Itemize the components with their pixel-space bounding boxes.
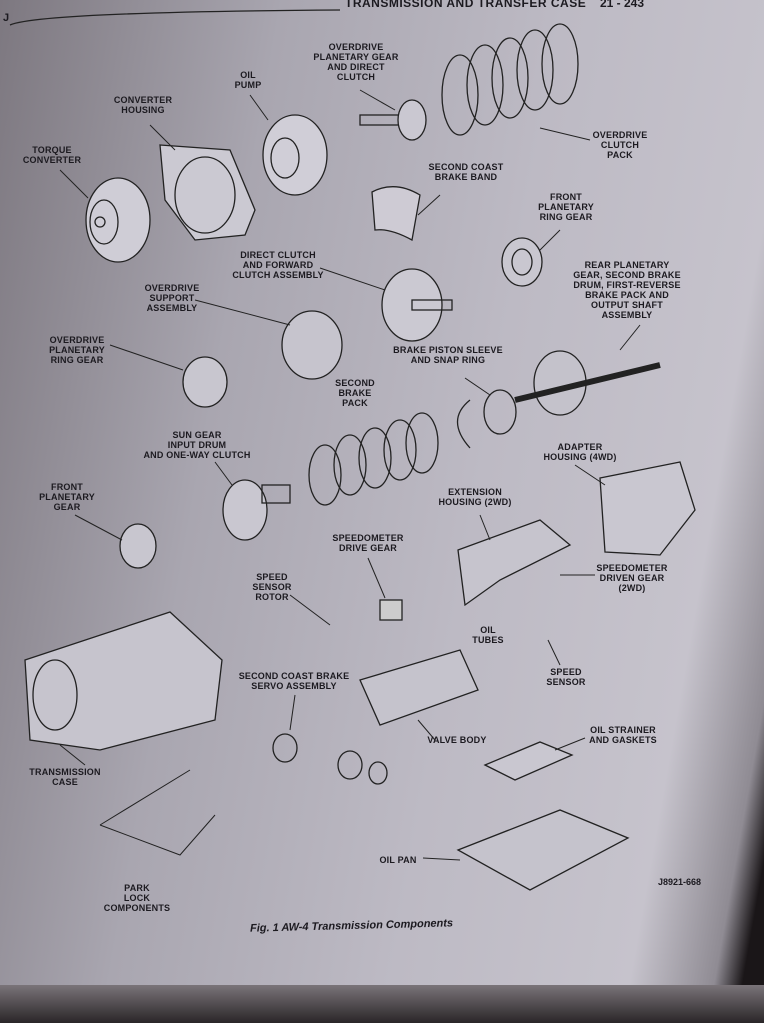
od-support-part	[281, 310, 343, 380]
od-clutch-pack-part	[441, 23, 579, 136]
label-od-planetary-ring: OVERDRIVE PLANETARY RING GEAR	[49, 335, 105, 365]
label-second-coast-servo: SECOND COAST BRAKE SERVO ASSEMBLY	[238, 671, 350, 691]
label-brake-piston-sleeve: BRAKE PISTON SLEEVE AND SNAP RING	[393, 345, 503, 365]
label-od-support: OVERDRIVE SUPPORT ASSEMBLY	[144, 283, 200, 313]
label-front-planetary-ring: FRONT PLANETARY RING GEAR	[538, 192, 594, 222]
valve-body-part	[359, 649, 479, 726]
label-second-coast-band: SECOND COAST BRAKE BAND	[428, 162, 504, 182]
extension-housing-part	[457, 519, 572, 607]
od-planetary-part	[359, 99, 427, 141]
rear-planetary-part	[514, 350, 661, 416]
label-oil-strainer: OIL STRAINER AND GASKETS	[589, 725, 657, 745]
label-oil-pump: OIL PUMP	[234, 70, 262, 90]
page-number: 21 - 243	[600, 0, 645, 10]
label-valve-body: VALVE BODY	[427, 735, 487, 745]
adapter-housing-part	[599, 461, 696, 556]
converter-housing-part	[159, 144, 256, 241]
label-park-lock: PARK LOCK COMPONENTS	[103, 883, 171, 913]
page-header-title: TRANSMISSION AND TRANSFER CASE	[345, 0, 587, 10]
sun-gear-part	[222, 479, 291, 541]
oil-pump-part	[262, 114, 328, 196]
front-ring-gear-part	[501, 237, 543, 287]
header-rule	[9, 9, 341, 26]
od-ring-gear-part	[182, 356, 228, 408]
figure-code: J8921-668	[658, 877, 702, 887]
label-transmission-case: TRANSMISSION CASE	[29, 767, 101, 787]
label-torque-converter: TORQUE CONVERTER	[22, 145, 82, 165]
brake-band-part	[371, 186, 421, 242]
section-letter: J	[3, 12, 10, 24]
oil-strainer-part	[483, 741, 574, 781]
label-speed-sensor: SPEED SENSOR	[546, 667, 586, 687]
label-oil-pan: OIL PAN	[379, 855, 417, 865]
label-rear-planetary: REAR PLANETARY GEAR, SECOND BRAKE DRUM, …	[573, 260, 681, 320]
servo-part	[272, 733, 388, 785]
front-planetary-part	[119, 523, 157, 569]
second-brake-pack-part	[308, 412, 439, 506]
label-extension-housing: EXTENSION HOUSING (2WD)	[438, 487, 512, 507]
label-sun-gear: SUN GEAR INPUT DRUM AND ONE-WAY CLUTCH	[143, 430, 251, 460]
speedo-drive-gear-part	[379, 599, 403, 621]
label-front-planetary-gear: FRONT PLANETARY GEAR	[39, 482, 95, 512]
label-od-clutch-pack: OVERDRIVE CLUTCH PACK	[592, 130, 648, 160]
brake-piston-part	[456, 389, 517, 449]
label-second-brake-pack: SECOND BRAKE PACK	[335, 378, 375, 408]
label-speed-sensor-rotor: SPEED SENSOR ROTOR	[252, 572, 292, 602]
oil-pan-part	[456, 809, 630, 891]
label-converter-housing: CONVERTER HOUSING	[113, 95, 173, 115]
label-od-planetary-gear: OVERDRIVE PLANETARY GEAR AND DIRECT CLUT…	[313, 42, 399, 82]
direct-clutch-part	[381, 268, 453, 342]
label-speedo-driven-gear: SPEEDOMETER DRIVEN GEAR (2WD)	[596, 563, 668, 593]
label-direct-forward-clutch: DIRECT CLUTCH AND FORWARD CLUTCH ASSEMBL…	[232, 250, 324, 280]
label-speedo-drive-gear: SPEEDOMETER DRIVE GEAR	[332, 533, 404, 553]
torque-converter-part	[85, 177, 151, 263]
label-oil-tubes: OIL TUBES	[472, 625, 504, 645]
book-edge	[0, 985, 764, 1023]
label-adapter-housing: ADAPTER HOUSING (4WD)	[543, 442, 617, 462]
transmission-case-part	[24, 611, 223, 751]
